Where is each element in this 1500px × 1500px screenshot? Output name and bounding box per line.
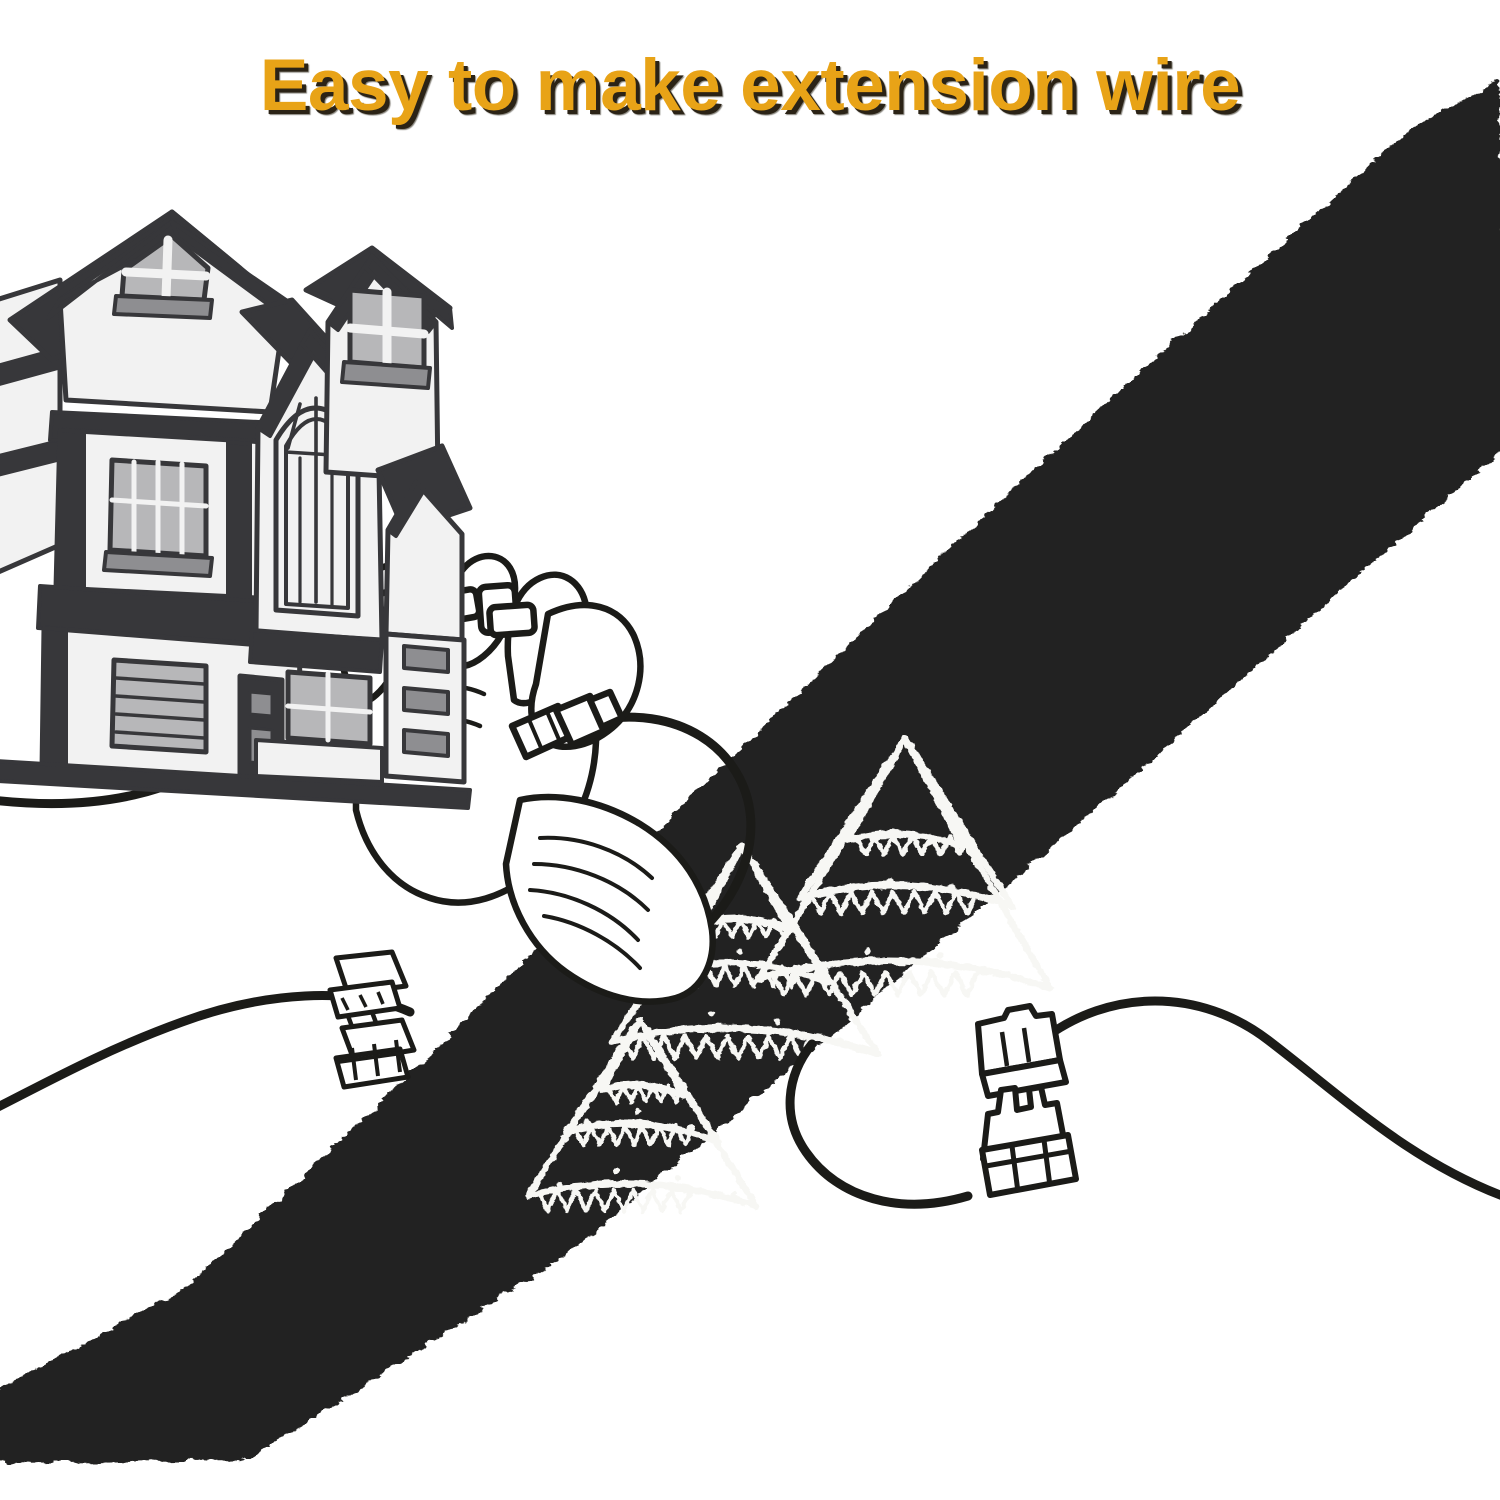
christmas-trees-sketch — [524, 734, 1054, 1214]
christmas-tree-3 — [524, 1016, 760, 1214]
plug-and-socket-pair-left — [327, 949, 417, 1090]
cable-connector — [508, 688, 626, 761]
plug-and-socket-pair-right — [975, 1003, 1079, 1198]
house-lower-window — [109, 657, 209, 755]
cable-to-right-plug-pair — [1037, 996, 1500, 1200]
cable-under-right-socket — [785, 1039, 973, 1209]
tudor-house-sketch — [0, 209, 473, 810]
house-upper-window — [102, 457, 214, 578]
plug-left — [333, 1017, 417, 1090]
house-attic-window — [112, 233, 214, 320]
diagonal-black-band — [0, 78, 1500, 1462]
socket-right — [975, 1003, 1069, 1099]
glove-forearm — [502, 793, 716, 1005]
house-tower-window — [340, 287, 432, 390]
house-base-beam — [0, 759, 472, 810]
house-right-wing-slots — [402, 644, 450, 758]
plug-right — [979, 1084, 1079, 1198]
